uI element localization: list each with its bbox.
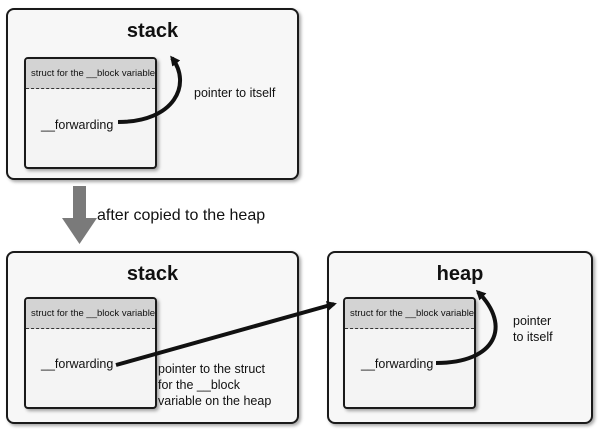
top-pointer-annotation: pointer to itself <box>194 86 276 100</box>
heap-pointer-annotation: pointer to the struct for the __block va… <box>158 361 271 409</box>
top-stack-panel: stack struct for the __block variable __… <box>6 8 299 180</box>
heap-block-struct: struct for the __block variable <box>343 297 476 409</box>
top-forwarding-field: __forwarding <box>41 118 114 132</box>
heap-pointer-annotation-line: variable on the heap <box>158 394 272 408</box>
transition-down-arrow <box>62 186 97 244</box>
bottom-stack-struct-header: struct for the __block variable <box>26 299 155 329</box>
heap-self-pointer-annotation: pointer to itself <box>513 313 553 345</box>
bottom-stack-panel: stack struct for the __block variable __… <box>6 251 299 424</box>
top-struct-header: struct for the __block variable <box>26 59 155 89</box>
heap-title: heap <box>436 263 484 285</box>
heap-self-pointer-annotation-line: to itself <box>513 330 553 344</box>
bottom-stack-block-struct: struct for the __block variable <box>24 297 157 409</box>
heap-struct-header: struct for the __block variable <box>345 299 474 329</box>
heap-pointer-annotation-line: for the __block <box>158 378 240 392</box>
heap-pointer-annotation-line: pointer to the struct <box>158 362 266 376</box>
transition-label: after copied to the heap <box>97 207 266 224</box>
bottom-stack-forwarding-field: __forwarding <box>41 357 114 371</box>
heap-self-pointer-annotation-line: pointer <box>513 314 552 328</box>
heap-forwarding-field: __forwarding <box>361 357 434 371</box>
top-stack-title: stack <box>126 20 179 42</box>
top-block-struct: struct for the __block variable <box>24 57 157 169</box>
heap-panel: heap struct for the __block variable __f… <box>327 251 593 424</box>
bottom-stack-title: stack <box>126 263 179 285</box>
